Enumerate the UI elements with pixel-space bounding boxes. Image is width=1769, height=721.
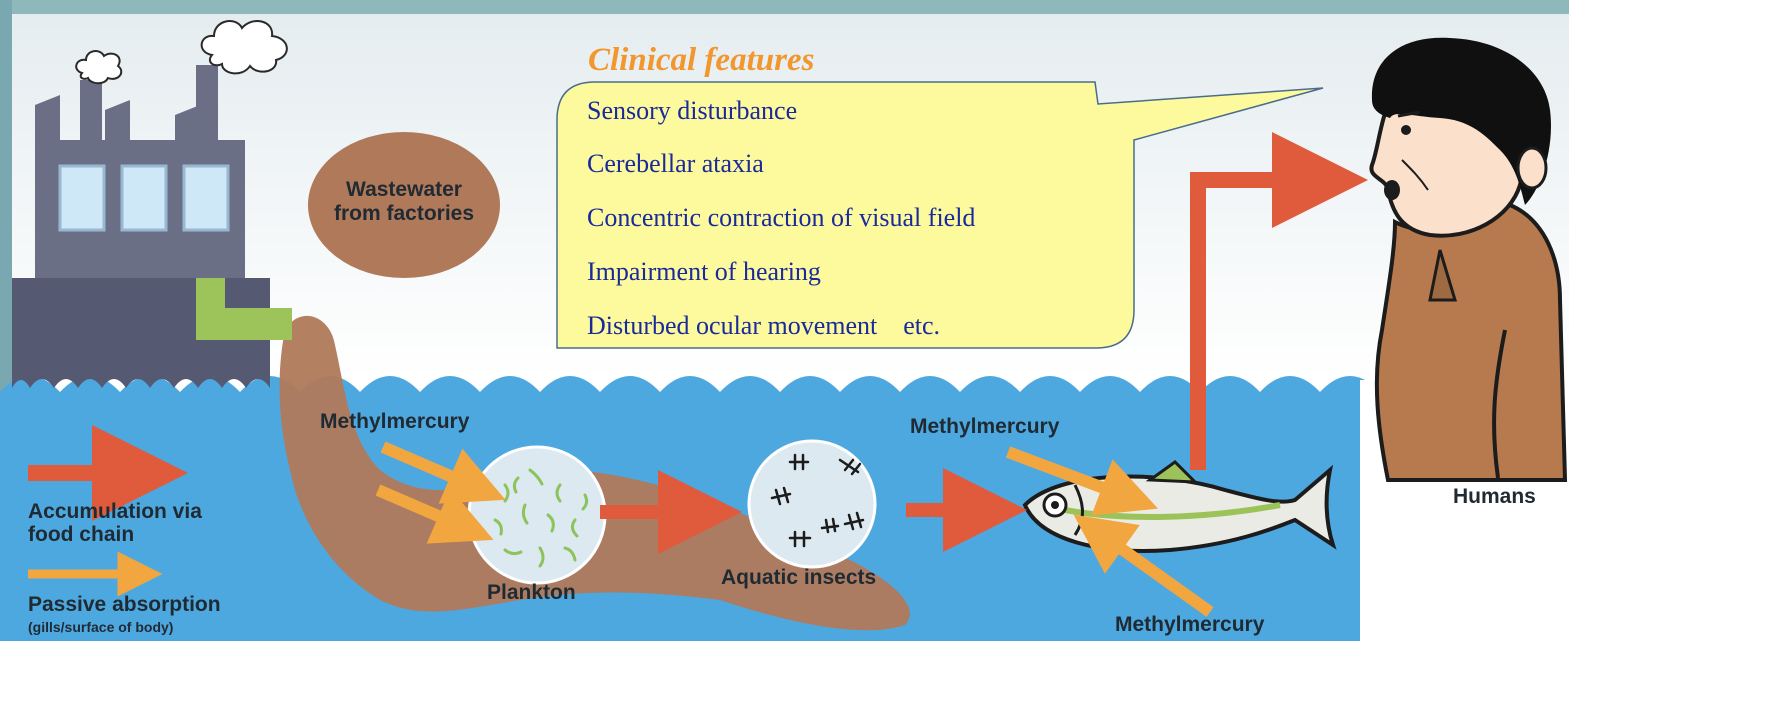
human-body: [1377, 205, 1565, 480]
clinical-item-3: Concentric contraction of visual field: [587, 203, 975, 233]
methylmercury-label-fish-top: Methylmercury: [910, 415, 1059, 439]
wastewater-label: Wastewater from factories: [318, 178, 490, 226]
legend-passive-absorption-note: (gills/surface of body): [28, 619, 173, 635]
factory-window-3: [184, 166, 228, 230]
human-ear: [1518, 148, 1546, 188]
methylmercury-label-fish-bottom: Methylmercury: [1115, 613, 1264, 637]
legend-food-chain: Accumulation via food chain: [28, 500, 202, 546]
plankton-label: Plankton: [487, 581, 576, 605]
insects-label: Aquatic insects: [721, 566, 876, 590]
wastewater-label-line2: from factories: [318, 202, 490, 226]
human-mouth: [1384, 180, 1400, 200]
clinical-item-5: Disturbed ocular movement etc.: [587, 311, 940, 341]
human-eye: [1401, 125, 1411, 135]
methylmercury-label-left: Methylmercury: [320, 410, 469, 434]
legend-food-chain-line1: Accumulation via: [28, 500, 202, 523]
factory-window-1: [60, 166, 104, 230]
plankton-circle: [469, 447, 605, 583]
minamata-diagram: Clinical features Sensory disturbance Ce…: [0, 0, 1569, 641]
clinical-item-1: Sensory disturbance: [587, 96, 797, 126]
human-figure: [1371, 38, 1565, 480]
legend-passive-absorption: Passive absorption: [28, 593, 221, 616]
clinical-item-2: Cerebellar ataxia: [587, 149, 764, 179]
factory-chimney-left: [80, 80, 102, 140]
clinical-features-title: Clinical features: [588, 42, 814, 79]
insects-circle: [749, 441, 875, 567]
legend-food-chain-line2: food chain: [28, 523, 202, 546]
wastewater-label-line1: Wastewater: [318, 178, 490, 202]
clinical-item-4: Impairment of hearing: [587, 257, 821, 287]
factory-window-2: [122, 166, 166, 230]
humans-label: Humans: [1453, 485, 1536, 509]
top-border: [0, 0, 1569, 14]
